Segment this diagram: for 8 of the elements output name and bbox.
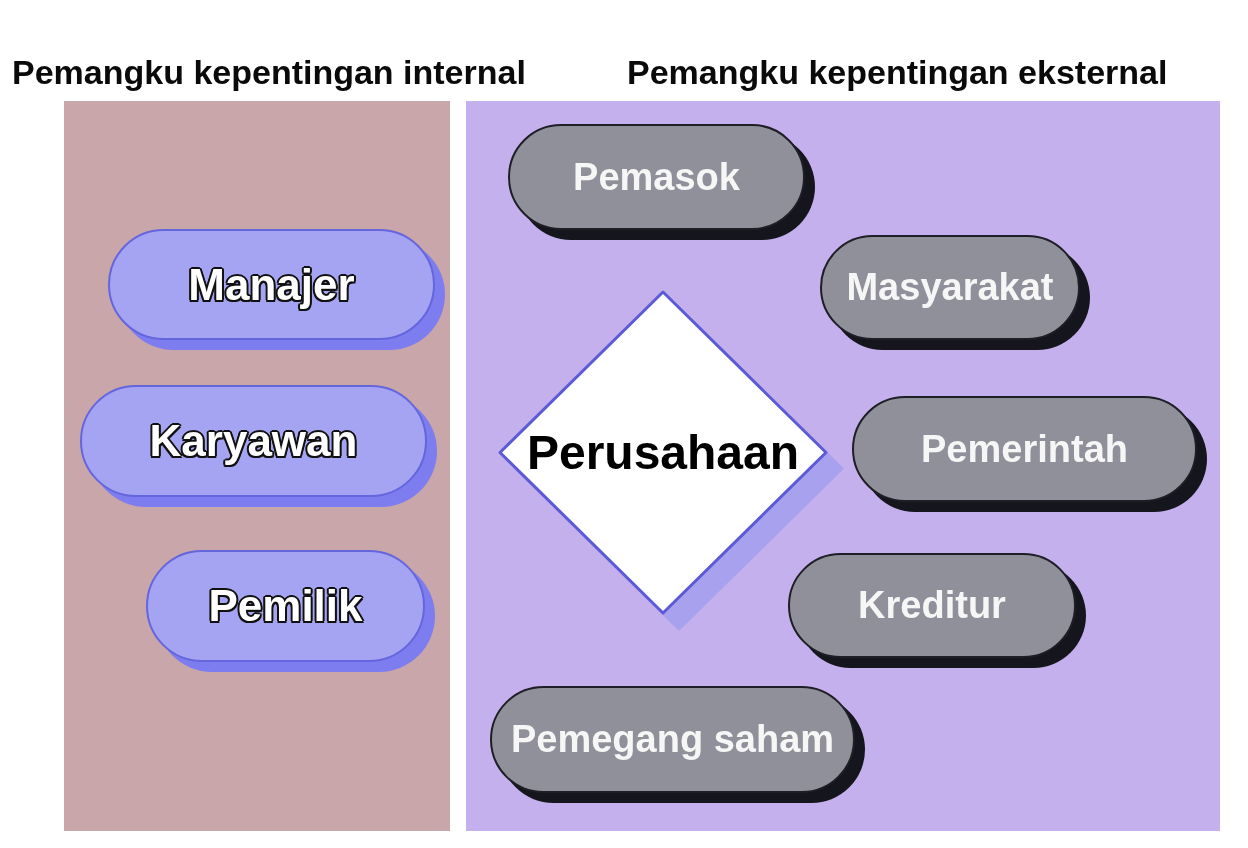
pill-node: Pemegang saham	[490, 686, 865, 803]
pill-node: Manajer	[108, 229, 445, 350]
pill-node: Pemerintah	[852, 396, 1207, 512]
pill-node: Pemilik	[146, 550, 435, 672]
group-heading: Pemangku kepentingan eksternal	[627, 52, 1168, 92]
pill-node: Pemasok	[508, 124, 815, 240]
group-heading: Pemangku kepentingan internal	[12, 52, 526, 92]
pill-node: Karyawan	[80, 385, 437, 507]
